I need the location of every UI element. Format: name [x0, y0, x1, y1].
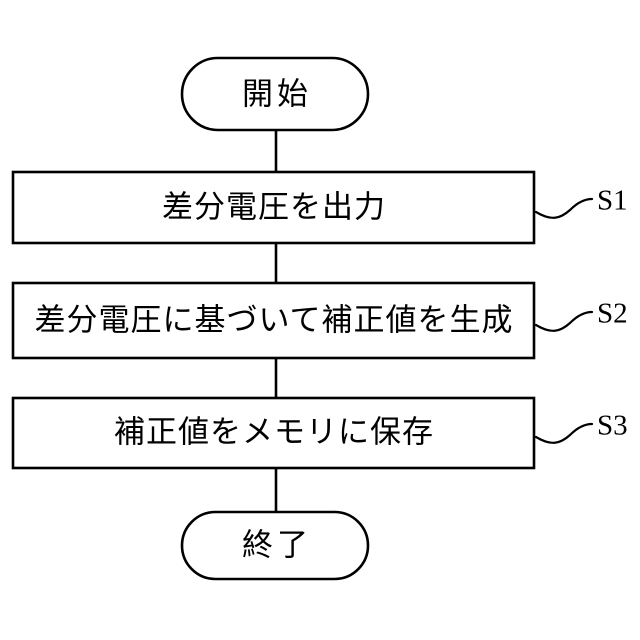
process-box-s1-shape: [11, 170, 536, 245]
start-terminator-label: 開始: [242, 77, 312, 113]
process-box-s2-label: 差分電圧に基づいて補正値を生成: [34, 303, 513, 339]
leader-line-s1: [534, 197, 594, 219]
end-terminator-shape: [180, 510, 370, 581]
leader-line-s2: [534, 310, 594, 332]
process-box-s3-label: 補正値をメモリに保存: [114, 415, 434, 451]
end-terminator-label: 終了: [242, 528, 312, 564]
step-label-s3: S3: [597, 410, 628, 442]
process-box-s1-label: 差分電圧を出力: [162, 190, 386, 226]
step-label-s2: S2: [597, 298, 628, 330]
process-box-s3-shape: [11, 396, 536, 470]
process-box-s2-shape: [11, 281, 536, 360]
leader-line-s3: [534, 422, 594, 444]
step-label-s1: S1: [597, 185, 628, 217]
